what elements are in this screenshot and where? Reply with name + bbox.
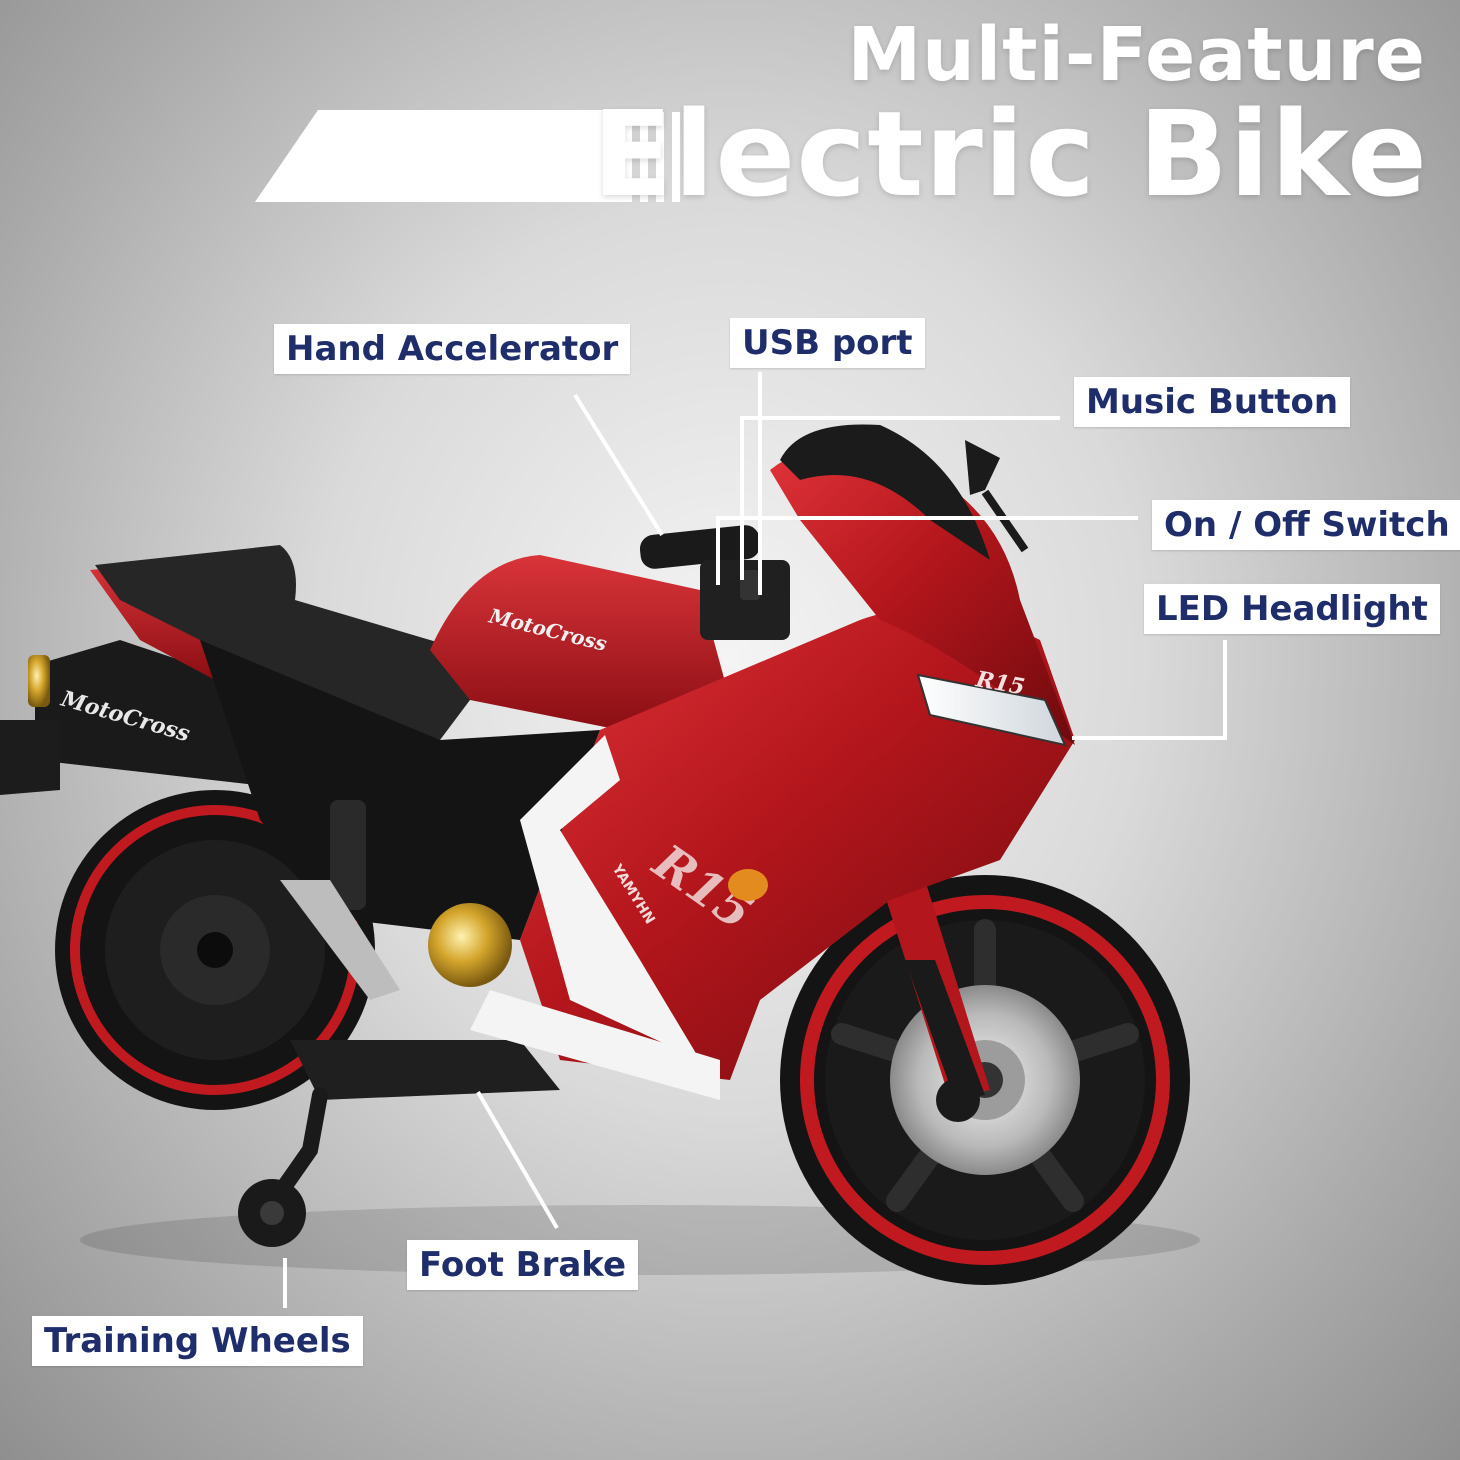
training-wheel xyxy=(238,1087,328,1247)
turn-signal xyxy=(728,869,768,901)
engine-cover xyxy=(428,903,512,987)
header-stripe xyxy=(672,112,680,202)
lower-white-accent xyxy=(470,990,720,1100)
label-usb-port: USB port xyxy=(730,318,925,368)
label-on-off-switch: On / Off Switch xyxy=(1152,500,1460,550)
leader-led-headlight xyxy=(1072,640,1227,740)
handlebar xyxy=(639,525,790,640)
main-fairing xyxy=(520,608,1075,1080)
switch-panel xyxy=(740,570,760,600)
mirror xyxy=(965,440,1029,553)
label-music-button: Music Button xyxy=(1074,377,1351,427)
windscreen xyxy=(780,424,990,560)
leader-hand-accelerator xyxy=(573,393,664,537)
header-stripe xyxy=(656,112,664,202)
label-led-headlight: LED Headlight xyxy=(1144,584,1440,634)
leader-lines xyxy=(283,372,1227,1308)
foot-brake-pedal xyxy=(290,1040,560,1100)
front-nose xyxy=(770,447,1075,745)
foot-peg xyxy=(280,880,400,1000)
title-line-2: Electric Bike xyxy=(592,85,1428,223)
title-line-1: Multi-Feature xyxy=(847,12,1426,98)
fuel-tank xyxy=(430,555,730,730)
leader-music-button xyxy=(740,416,1060,580)
label-foot-brake: Foot Brake xyxy=(407,1240,639,1290)
header-slant-bar xyxy=(255,110,632,202)
leader-on-off-switch xyxy=(716,516,1138,585)
label-hand-accelerator: Hand Accelerator xyxy=(274,324,631,374)
header-stripe xyxy=(640,112,648,202)
front-fork xyxy=(880,880,990,1122)
rear-shock xyxy=(330,800,366,910)
leader-foot-brake xyxy=(476,1090,559,1230)
rear-fender xyxy=(0,720,60,795)
seat xyxy=(95,545,470,740)
frame xyxy=(200,640,600,940)
led-headlight xyxy=(916,673,1067,747)
exhaust: MotoCross xyxy=(28,640,300,790)
fairing-white-accent xyxy=(520,735,700,1060)
label-training-wheels: Training Wheels xyxy=(32,1316,363,1366)
